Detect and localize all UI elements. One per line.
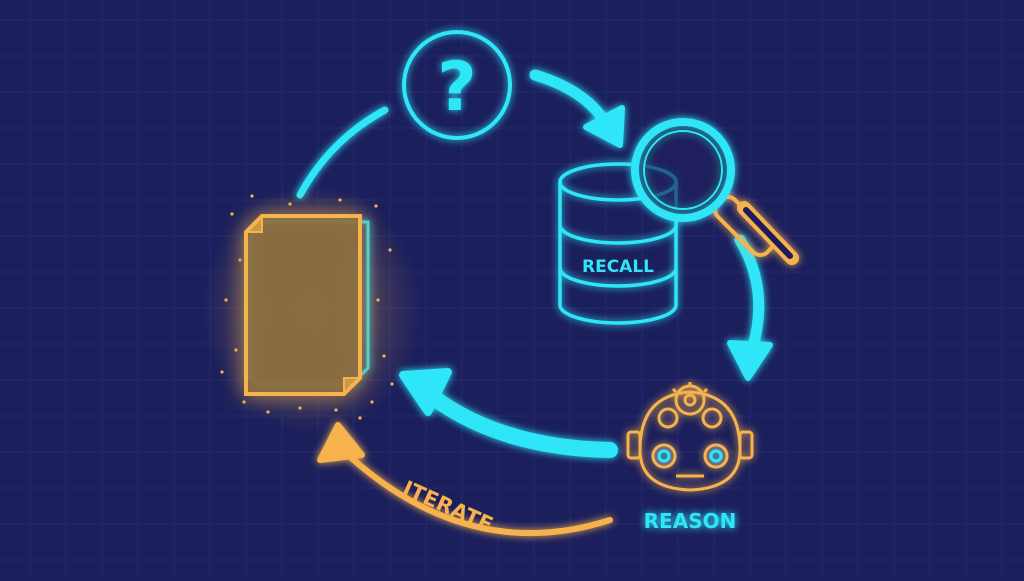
sparkle: [390, 382, 394, 386]
arrowhead-iterate: [317, 422, 365, 463]
sparkle: [358, 416, 362, 420]
question-mark-circle-icon: [402, 30, 512, 140]
edge-reason-to-document: [399, 368, 618, 458]
sparkle: [224, 298, 228, 302]
sparkle: [334, 408, 338, 412]
sparkle: [220, 370, 224, 374]
sparkle: [374, 204, 378, 208]
sparkle: [376, 298, 380, 302]
sparkle: [242, 400, 246, 404]
arrowhead-question-to-recall: [583, 105, 625, 148]
node-reason: REASON: [626, 382, 754, 533]
sparkle: [288, 202, 292, 206]
node-recall: RECALL: [558, 118, 799, 325]
sparkle: [388, 248, 392, 252]
sparkle: [250, 194, 254, 198]
sparkle-particles: [220, 194, 394, 420]
database-with-magnifier-icon: [558, 118, 799, 325]
recall-label: RECALL: [582, 257, 654, 277]
edge-recall-to-reason: [727, 234, 773, 381]
arrowhead-recall-to-reason: [727, 340, 773, 381]
edge-question-to-recall: [529, 69, 625, 148]
sparkle: [238, 258, 242, 262]
question-label: ?: [437, 48, 476, 127]
glowing-document-icon: [243, 213, 370, 397]
edge-iterate: [317, 422, 613, 537]
iterate-label: ITERATE: [399, 476, 496, 537]
sparkle: [338, 198, 342, 202]
sparkle: [230, 212, 234, 216]
arrowhead-reason-to-document: [399, 368, 452, 416]
node-question: ?: [402, 30, 512, 140]
sparkle: [382, 354, 386, 358]
sparkle: [298, 406, 302, 410]
robot-head-with-gears-icon: [626, 382, 754, 492]
sparkle: [370, 400, 374, 404]
reason-label: REASON: [644, 509, 737, 533]
sparkle: [234, 348, 238, 352]
edge-document-to-question: [296, 106, 389, 199]
sparkle: [266, 410, 270, 414]
node-document: [202, 185, 422, 435]
